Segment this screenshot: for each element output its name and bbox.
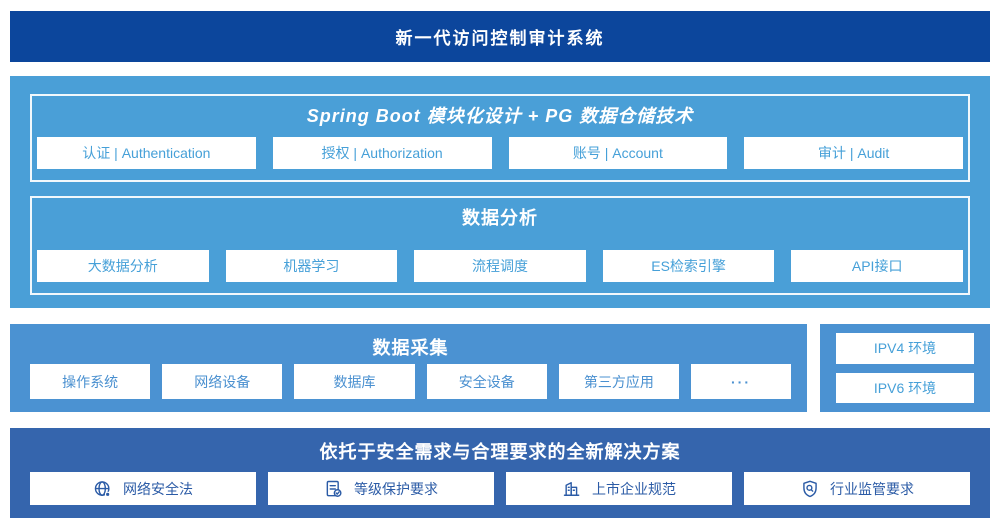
ipv4-env-box: IPV4 环境 <box>836 333 974 364</box>
solution-box-listed-company: 上市企业规范 <box>506 472 732 505</box>
module-box-authentication: 认证 | Authentication <box>37 137 256 169</box>
network-env-section: IPV4 环境 IPV6 环境 <box>820 324 990 412</box>
analysis-box-es: ES检索引擎 <box>602 250 775 282</box>
collection-box-more: ··· <box>691 364 792 399</box>
collection-box-network-device: 网络设备 <box>162 364 283 399</box>
platform-section: Spring Boot 模块化设计 + PG 数据仓储技术 认证 | Authe… <box>10 76 990 308</box>
data-collection-title: 数据采集 <box>372 338 449 358</box>
solution-label: 行业监管要求 <box>830 480 914 497</box>
collection-box-os: 操作系统 <box>30 364 151 399</box>
solution-box-classified-protection: 等级保护要求 <box>268 472 494 505</box>
solution-boxes-row: 网络安全法 等级保护要求 <box>30 472 970 505</box>
building-icon <box>562 479 582 499</box>
analysis-box-ml: 机器学习 <box>225 250 398 282</box>
collection-boxes-row: 操作系统 网络设备 数据库 安全设备 第三方应用 ··· <box>30 364 792 399</box>
data-analysis-title: 数据分析 <box>462 208 538 228</box>
solution-box-industry-regulation: 行业监管要求 <box>744 472 970 505</box>
collection-box-thirdparty: 第三方应用 <box>558 364 680 399</box>
springboot-modules-title: Spring Boot 模块化设计 + PG 数据仓储技术 <box>306 106 694 126</box>
system-title-banner: 新一代访问控制审计系统 <box>10 11 990 62</box>
module-box-audit: 审计 | Audit <box>744 137 963 169</box>
data-collection-section: 数据采集 操作系统 网络设备 数据库 安全设备 第三方应用 ··· <box>10 324 807 412</box>
globe-icon <box>93 479 113 499</box>
module-box-authorization: 授权 | Authorization <box>272 137 492 169</box>
springboot-modules-group: Spring Boot 模块化设计 + PG 数据仓储技术 认证 | Authe… <box>30 94 970 182</box>
collection-row: 数据采集 操作系统 网络设备 数据库 安全设备 第三方应用 ··· IPV4 环… <box>10 324 990 412</box>
collection-box-security-device: 安全设备 <box>426 364 547 399</box>
collection-box-database: 数据库 <box>294 364 415 399</box>
ipv6-env-box: IPV6 环境 <box>836 372 974 403</box>
solution-box-cybersecurity-law: 网络安全法 <box>30 472 256 505</box>
module-box-account: 账号 | Account <box>508 137 728 169</box>
analysis-row: 大数据分析 机器学习 流程调度 ES检索引擎 API接口 <box>37 250 963 282</box>
analysis-box-api: API接口 <box>791 250 963 282</box>
shield-search-icon <box>800 479 820 499</box>
system-title: 新一代访问控制审计系统 <box>395 29 605 48</box>
solution-section: 依托于安全需求与合理要求的全新解决方案 网络安全法 <box>10 428 990 518</box>
document-check-icon <box>324 479 344 499</box>
modules-row: 认证 | Authentication 授权 | Authorization 账… <box>37 137 963 169</box>
analysis-box-bigdata: 大数据分析 <box>37 250 209 282</box>
solution-label: 上市企业规范 <box>592 480 676 497</box>
solution-label: 网络安全法 <box>123 480 193 497</box>
analysis-box-workflow: 流程调度 <box>414 250 586 282</box>
solution-label: 等级保护要求 <box>354 480 438 497</box>
data-analysis-group: 数据分析 大数据分析 机器学习 流程调度 ES检索引擎 API接口 <box>30 196 970 295</box>
solution-title: 依托于安全需求与合理要求的全新解决方案 <box>319 442 681 462</box>
